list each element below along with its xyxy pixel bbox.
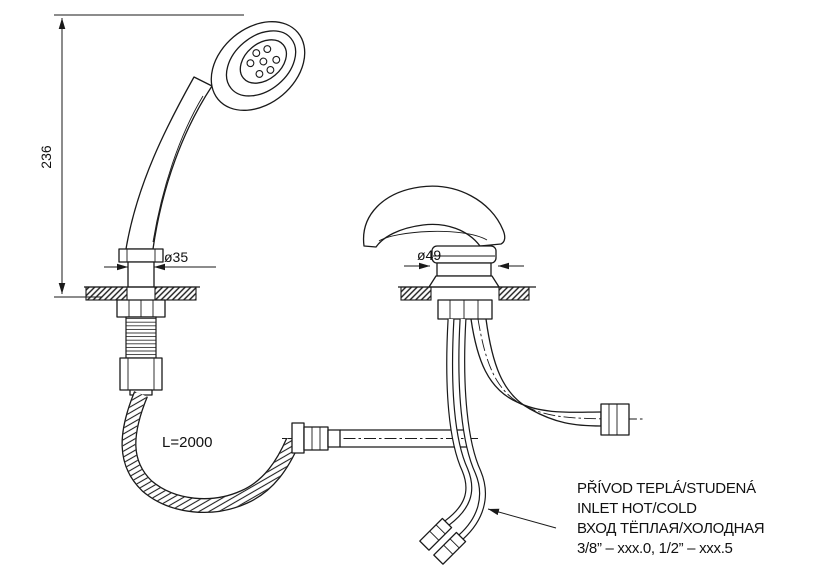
note-line-russian: ВХОД ТЁПЛАЯ/ХОЛОДНАЯ [577, 520, 764, 537]
dimension-dia35: ø35 [104, 249, 216, 271]
shower-head [210, 21, 306, 111]
faucet-mounting [398, 286, 536, 320]
note-leader [487, 508, 557, 529]
notes-block: PŘÍVOD TEPLÁ/STUDENÁ INLET HOT/COLD ВХОД… [577, 480, 765, 557]
dim-height-label: 236 [38, 145, 54, 169]
deck-hatch-left-b [154, 286, 197, 301]
dia49-label: ø49 [417, 247, 441, 263]
shower-handle [125, 76, 213, 250]
faucet-lever [362, 185, 506, 248]
spray-nozzles-icon [246, 45, 281, 78]
faucet-shank [437, 299, 493, 320]
dimension-dia49: ø49 [404, 247, 524, 270]
supply-hose-fitting-b [433, 531, 467, 565]
tube-fitting [600, 403, 630, 436]
hose-length-label: L=2000 [162, 434, 212, 451]
deck-hatch-right-b [498, 286, 530, 301]
threaded-tube [125, 316, 157, 359]
deck-hatch-left-a [85, 286, 128, 301]
shower-hose: L=2000 [121, 391, 300, 513]
faucet-body [428, 245, 500, 288]
dimension-height-236: 236 [38, 14, 244, 298]
note-line-czech: PŘÍVOD TEPLÁ/STUDENÁ [577, 480, 756, 497]
supply-hose-fitting-a [419, 517, 453, 551]
dia35-label: ø35 [164, 249, 188, 265]
note-line-sizes: 3/8” – xxx.0, 1/2” – xxx.5 [577, 540, 733, 557]
note-line-english: INLET HOT/COLD [577, 500, 697, 517]
connecting-pipe [282, 429, 478, 448]
deck-hatch-right-a [400, 286, 432, 301]
shower-shank [84, 248, 200, 396]
hose-fitting [291, 422, 341, 454]
tube-centerline [477, 318, 644, 420]
outlet-tube-right [470, 318, 644, 436]
hose-corrugation [122, 391, 299, 512]
supply-hoses [419, 318, 486, 565]
